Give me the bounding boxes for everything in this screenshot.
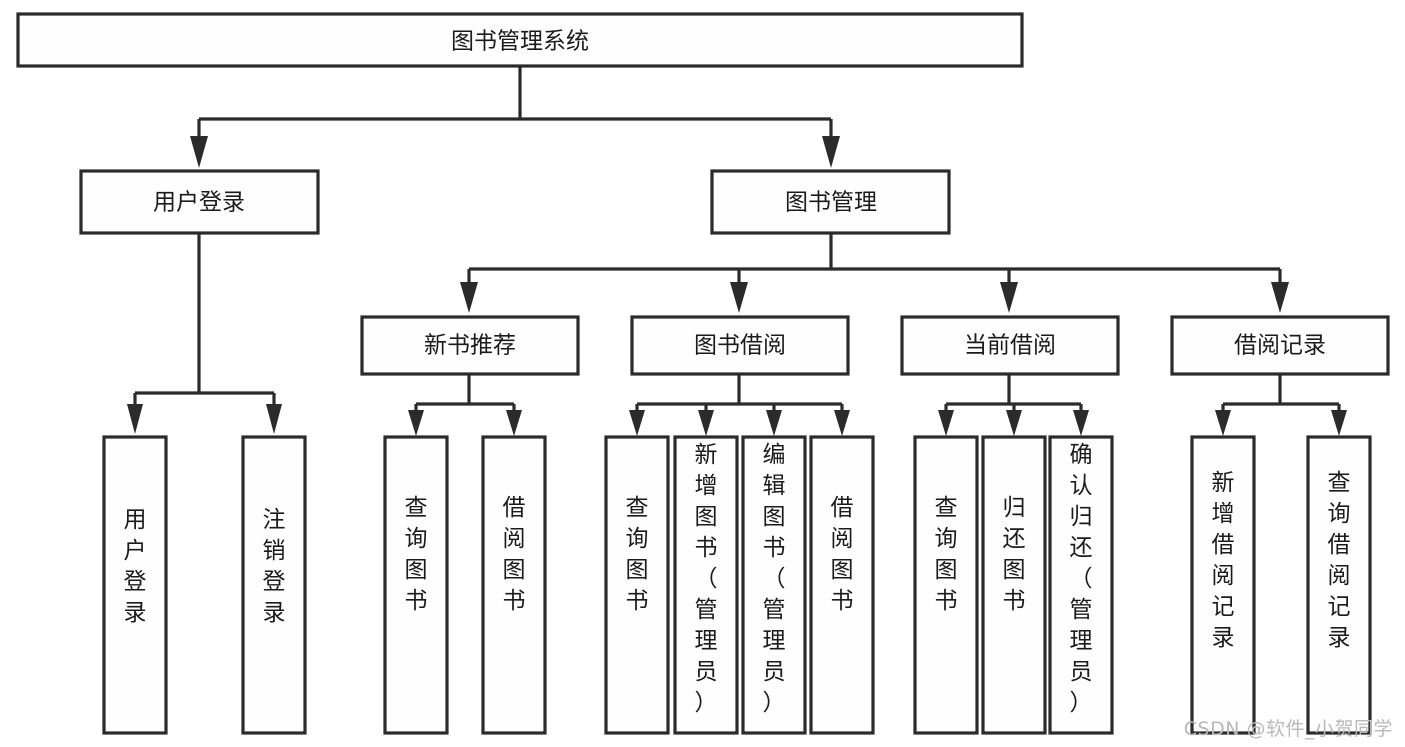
node-label-vertical: 查询图书	[626, 495, 649, 614]
node-label: 用户登录	[153, 190, 245, 216]
connector-book-borrow-to-leaves	[629, 374, 850, 436]
node-box	[241, 435, 307, 735]
node-box	[913, 435, 979, 735]
node-box	[102, 435, 168, 735]
node-box	[481, 435, 547, 735]
node-box	[1190, 435, 1256, 735]
node-box	[360, 315, 580, 376]
connector-book-mgmt-to-level3	[460, 233, 1289, 313]
node-label-vertical: 借阅图书	[503, 495, 526, 614]
node-box	[710, 169, 951, 235]
node-root-system[interactable]: 图书管理系统	[16, 12, 1024, 68]
node-borrow-record[interactable]: 借阅记录	[1170, 315, 1390, 376]
node-label-vertical: 新增借阅记录	[1212, 470, 1235, 651]
node-leaf-query-book-3[interactable]: 查询图书	[913, 435, 979, 735]
node-leaf-edit-book-admin[interactable]: 编辑图书（管理员）	[741, 435, 807, 735]
node-box	[741, 435, 807, 735]
arrow-head-icon	[629, 410, 645, 436]
node-box	[1306, 435, 1372, 735]
node-label-vertical: 用户登录	[124, 507, 147, 626]
connector-root-to-level2	[190, 66, 840, 168]
arrow-head-icon	[1331, 410, 1347, 436]
node-leaf-user-login[interactable]: 用户登录	[102, 435, 168, 735]
node-leaf-add-borrow-record[interactable]: 新增借阅记录	[1190, 435, 1256, 735]
node-box	[383, 435, 449, 735]
node-label-vertical: 查询图书	[405, 495, 428, 614]
node-label: 当前借阅	[964, 333, 1056, 359]
node-label: 图书管理系统	[451, 29, 589, 55]
arrow-head-icon	[834, 410, 850, 436]
node-box	[673, 435, 739, 735]
node-box	[1170, 315, 1390, 376]
node-box	[981, 435, 1047, 735]
node-leaf-query-borrow-record[interactable]: 查询借阅记录	[1306, 435, 1372, 735]
node-label: 图书管理	[785, 190, 877, 216]
arrow-head-icon	[938, 410, 954, 436]
node-leaf-return-book[interactable]: 归还图书	[981, 435, 1047, 735]
arrow-head-icon	[1006, 410, 1022, 436]
node-new-book-recommend[interactable]: 新书推荐	[360, 315, 580, 376]
connector-borrow-record-to-leaves	[1215, 374, 1347, 436]
node-label-vertical: 查询图书	[935, 495, 958, 614]
arrow-head-icon	[506, 410, 522, 436]
node-leaf-add-book-admin[interactable]: 新增图书（管理员）	[673, 435, 739, 735]
node-leaf-confirm-return-admin[interactable]: 确认归还（管理员）	[1048, 435, 1114, 735]
arrow-head-icon	[698, 410, 714, 436]
node-box	[1048, 435, 1114, 735]
arrow-head-icon	[190, 136, 208, 168]
arrow-head-icon	[460, 282, 478, 313]
node-box	[809, 435, 875, 735]
node-book-borrow[interactable]: 图书借阅	[630, 315, 850, 376]
connector-user-login-to-leaves	[127, 233, 282, 434]
node-label-vertical: 归还图书	[1003, 495, 1026, 614]
arrow-head-icon	[408, 410, 424, 436]
node-leaf-query-book-1[interactable]: 查询图书	[383, 435, 449, 735]
node-label-vertical: 确认归还（管理员）	[1070, 442, 1093, 716]
connector-new-book-to-leaves	[408, 374, 522, 436]
node-leaf-borrow-book-1[interactable]: 借阅图书	[481, 435, 547, 735]
node-current-borrow[interactable]: 当前借阅	[900, 315, 1120, 376]
node-label: 借阅记录	[1234, 333, 1326, 359]
node-box	[604, 435, 670, 735]
arrow-head-icon	[266, 404, 282, 434]
node-box	[900, 315, 1120, 376]
node-user-login[interactable]: 用户登录	[79, 169, 320, 235]
arrow-head-icon	[1271, 282, 1289, 313]
arrow-head-icon	[822, 136, 840, 168]
arrow-head-icon	[127, 404, 143, 434]
node-box	[16, 12, 1024, 68]
node-label-vertical: 注销登录	[263, 507, 286, 626]
node-box	[630, 315, 850, 376]
node-label-vertical: 编辑图书（管理员）	[763, 442, 786, 716]
arrow-head-icon	[1000, 282, 1018, 313]
node-label: 图书借阅	[694, 333, 786, 359]
node-label-vertical: 查询借阅记录	[1328, 470, 1351, 651]
arrow-head-icon	[766, 410, 782, 436]
node-label-vertical: 新增图书（管理员）	[695, 442, 718, 716]
node-label: 新书推荐	[424, 333, 516, 359]
arrow-head-icon	[730, 282, 748, 313]
connector-current-borrow-to-leaves	[938, 374, 1089, 436]
node-leaf-borrow-book-2[interactable]: 借阅图书	[809, 435, 875, 735]
node-box	[79, 169, 320, 235]
node-label-vertical: 借阅图书	[831, 495, 854, 614]
arrow-head-icon	[1215, 410, 1231, 436]
node-leaf-query-book-2[interactable]: 查询图书	[604, 435, 670, 735]
arrow-head-icon	[1073, 410, 1089, 436]
node-book-management[interactable]: 图书管理	[710, 169, 951, 235]
node-leaf-logout[interactable]: 注销登录	[241, 435, 307, 735]
